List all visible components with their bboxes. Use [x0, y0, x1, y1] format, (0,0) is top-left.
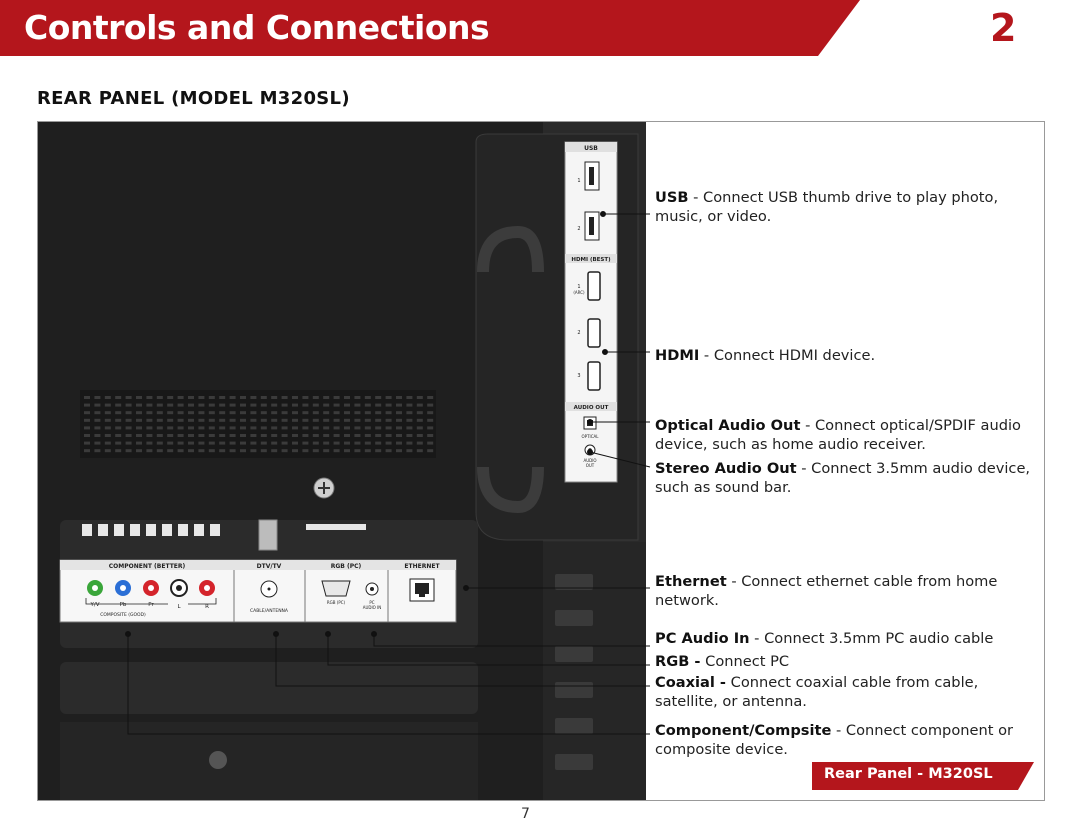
- hdmi-port-2: [587, 318, 601, 348]
- pb-label: Pb: [120, 602, 127, 608]
- header-bar: [0, 0, 860, 56]
- page-title: Controls and Connections: [24, 8, 490, 47]
- component-description: Component/Compsite - Connect component o…: [655, 722, 1014, 758]
- dtv-label: DTV/TV: [257, 563, 282, 570]
- hdmi-2-label: 2: [577, 330, 580, 336]
- rgb-pc-small-label: RGB (PC): [327, 600, 346, 605]
- cable-antenna-label: CABLE/ANTENNA: [250, 608, 289, 614]
- composite-label: COMPOSITE (GOOD): [100, 612, 146, 618]
- coaxial-description: Coaxial - Connect coaxial cable from cab…: [655, 674, 979, 710]
- vga-port: [321, 580, 351, 597]
- footer-tab: [812, 762, 1034, 790]
- r-label: R: [205, 604, 209, 610]
- usb-2-label: 2: [577, 226, 580, 232]
- usb-1-label: 1: [577, 178, 580, 184]
- rgb-pc-label: RGB (PC): [331, 563, 362, 570]
- hdmi-port-1: [587, 271, 601, 301]
- hdmi-label: HDMI (BEST): [571, 257, 611, 263]
- audio-out-label: AUDIO OUT: [574, 405, 609, 411]
- hdmi-1-label: 1: [577, 284, 580, 290]
- component-label: COMPONENT (BETTER): [109, 563, 186, 570]
- ethernet-description: Ethernet - Connect ethernet cable from h…: [655, 573, 998, 609]
- chapter-number: 2: [990, 6, 1017, 50]
- ethernet-label: ETHERNET: [404, 563, 440, 570]
- callout-lines: [125, 211, 651, 735]
- pr-label: Pr: [148, 602, 154, 608]
- yv-label: Y/V: [90, 602, 100, 608]
- hdmi-arc-label: (ARC): [573, 290, 585, 295]
- pc-label: PC: [369, 600, 374, 605]
- l-label: L: [177, 604, 181, 610]
- usb-description: USB - Connect USB thumb drive to play ph…: [655, 189, 999, 225]
- section-title: REAR PANEL (MODEL M320SL): [37, 88, 350, 109]
- vent-grille: [84, 396, 434, 453]
- rear-panel-figure: USB 1 2 HDMI (BEST) 1 (ARC) 2 3 AUDIO OU…: [37, 121, 1045, 801]
- page-number: 7: [521, 806, 530, 822]
- hdmi-3-label: 3: [577, 373, 580, 379]
- audio-label: AUDIO: [583, 458, 596, 463]
- hdmi-description: HDMI - Connect HDMI device.: [655, 347, 876, 364]
- rear-panel-illustration: USB 1 2 HDMI (BEST) 1 (ARC) 2 3 AUDIO OU…: [38, 122, 651, 800]
- audio-in-label: AUDIO IN: [363, 605, 382, 610]
- usb-label: USB: [584, 145, 598, 152]
- hdmi-port-3: [587, 361, 601, 391]
- optical-audio-description: Optical Audio Out - Connect optical/SPDI…: [655, 417, 1021, 453]
- pc-audio-description: PC Audio In - Connect 3.5mm PC audio cab…: [655, 630, 994, 647]
- out-label: OUT: [586, 463, 595, 468]
- stereo-audio-description: Stereo Audio Out - Connect 3.5mm audio d…: [655, 460, 1031, 496]
- optical-label: OPTICAL: [582, 434, 600, 439]
- footer-tab-label: Rear Panel - M320SL: [824, 766, 993, 782]
- rgb-description: RGB - Connect PC: [655, 653, 790, 670]
